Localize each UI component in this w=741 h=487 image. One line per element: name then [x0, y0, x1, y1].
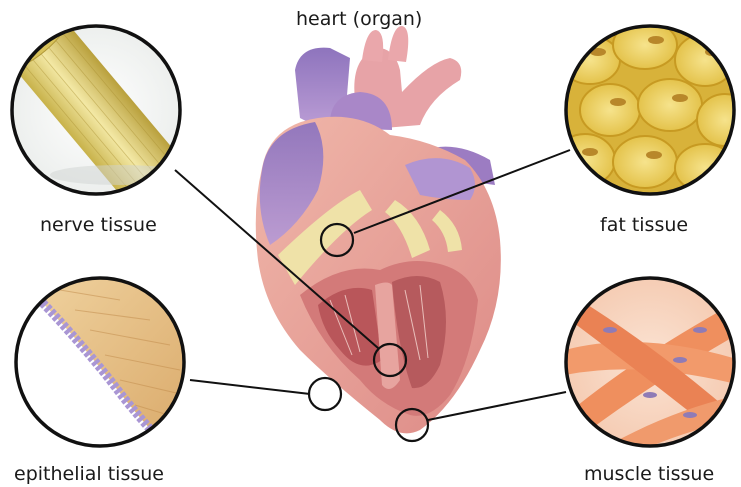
aortic-branch-2	[388, 26, 408, 62]
epithelial-marker	[309, 378, 341, 410]
nerve-tissue-inset	[5, 13, 190, 202]
epithelial-tissue-inset	[16, 270, 200, 450]
aortic-branch-1	[362, 30, 383, 62]
fat-tissue-label: fat tissue	[600, 214, 688, 236]
fat-tissue-inset	[555, 21, 741, 194]
muscle-tissue-inset	[560, 278, 741, 465]
epithelial-connector	[190, 380, 310, 394]
muscle-tissue-label: muscle tissue	[584, 463, 714, 485]
heart-label: heart (organ)	[296, 8, 422, 30]
epithelial-tissue-label: epithelial tissue	[14, 463, 164, 485]
nerve-tissue-label: nerve tissue	[40, 214, 157, 236]
